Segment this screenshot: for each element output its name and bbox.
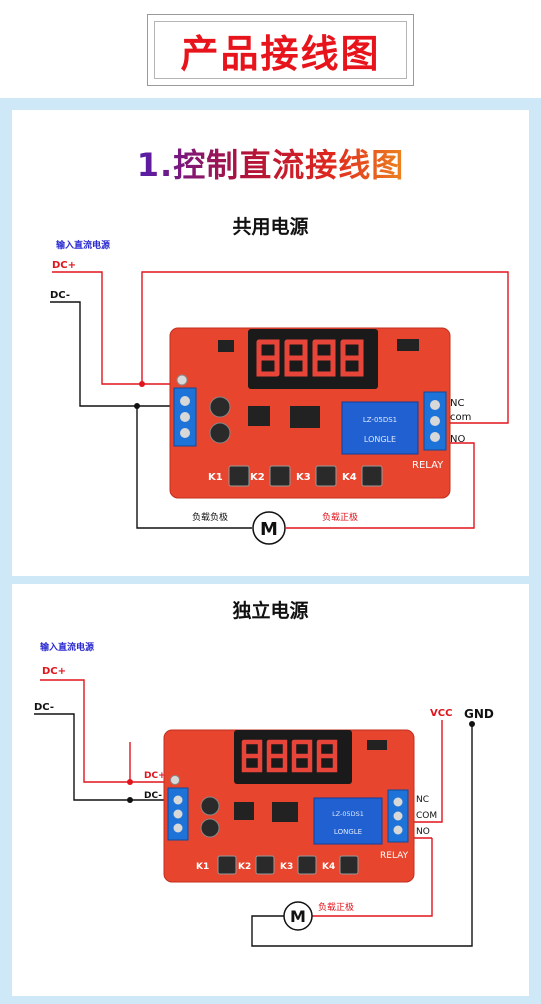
header: 产品接线图 — [0, 0, 541, 98]
relay-brand: LONGLE — [364, 435, 396, 444]
page-title: 产品接线图 — [180, 31, 381, 76]
junction-dot — [127, 779, 133, 785]
panel-shared-power: 1.控制直流接线图 共用电源 输入直流电源 DC+ DC- — [12, 110, 529, 576]
relay-brand: LONGLE — [334, 828, 362, 836]
relay-board: LONGLE LZ-05DS1 K1 K2 K3 K4 RELAY — [169, 327, 451, 499]
wire-dc-minus — [34, 713, 177, 801]
no-label: NO — [450, 434, 465, 445]
key-k3-label: K3 — [296, 472, 311, 483]
motor-label: M — [260, 519, 278, 540]
section-subtitle: 独立电源 — [232, 600, 309, 622]
nc-label: NC — [450, 398, 464, 409]
title-frame: 产品接线图 — [147, 14, 414, 86]
junction-dot — [139, 381, 145, 387]
input-power-label: 输入直流电源 — [40, 641, 94, 653]
key-k1-label: K1 — [208, 472, 223, 483]
section-title: 1.控制直流接线图 — [12, 140, 529, 186]
relay-label: RELAY — [380, 851, 409, 861]
key-k4-label: K4 — [342, 472, 357, 483]
key-k1-label: K1 — [196, 862, 209, 872]
vcc-label: VCC — [430, 708, 452, 719]
wire-vcc — [407, 720, 443, 823]
motor-icon — [283, 901, 313, 931]
wiring-diagram-1: 输入直流电源 DC+ DC- — [50, 239, 509, 545]
relay-model: LZ-05DS1 — [332, 810, 364, 818]
wire-load-neg — [136, 406, 252, 529]
panel-independent-power: 独立电源 输入直流电源 DC+ DC- DC+ DC- VCC GND — [12, 584, 529, 996]
wiring-diagram-2: 输入直流电源 DC+ DC- DC+ DC- VCC GND — [34, 641, 494, 947]
key-k3-label: K3 — [280, 862, 293, 872]
dc-plus-label: DC+ — [52, 260, 76, 271]
wire-dc-minus — [50, 301, 182, 407]
wire-dc-plus — [40, 679, 177, 783]
load-positive-label: 负载正极 — [318, 901, 354, 913]
dc-minus-label: DC- — [34, 702, 54, 713]
dc-minus-board-label: DC- — [144, 791, 162, 801]
relay-model: LZ-05DS1 — [363, 416, 397, 424]
section-subtitle: 共用电源 — [232, 216, 309, 238]
load-positive-label: 负载正极 — [322, 511, 358, 523]
no-label: NO — [416, 827, 430, 837]
title-frame-inner: 产品接线图 — [154, 21, 407, 79]
motor-icon — [252, 511, 286, 545]
com-label: com — [450, 412, 471, 423]
wire-dc-plus — [52, 271, 182, 385]
motor-label: M — [290, 907, 306, 926]
relay-board: LONGLE LZ-05DS1 K1 K2 K3 K4 RELAY — [163, 729, 415, 883]
dc-plus-label: DC+ — [42, 666, 66, 677]
junction-dot — [127, 797, 133, 803]
gnd-label: GND — [464, 707, 494, 721]
input-power-label: 输入直流电源 — [56, 239, 110, 251]
nc-label: NC — [416, 795, 429, 805]
key-k2-label: K2 — [250, 472, 265, 483]
key-k4-label: K4 — [322, 862, 335, 872]
junction-dot — [134, 403, 140, 409]
dc-minus-label: DC- — [50, 290, 70, 301]
wire-gnd — [251, 724, 473, 947]
com-label: COM — [416, 811, 437, 821]
load-negative-label: 负载负极 — [192, 511, 228, 523]
junction-dot — [469, 721, 475, 727]
relay-label: RELAY — [412, 460, 444, 471]
key-k2-label: K2 — [238, 862, 251, 872]
wire-load-pos — [286, 442, 475, 529]
wire-dc-plus-com — [141, 271, 509, 424]
wire-load-pos-2 — [312, 838, 433, 917]
dc-plus-board-label: DC+ — [144, 771, 166, 781]
